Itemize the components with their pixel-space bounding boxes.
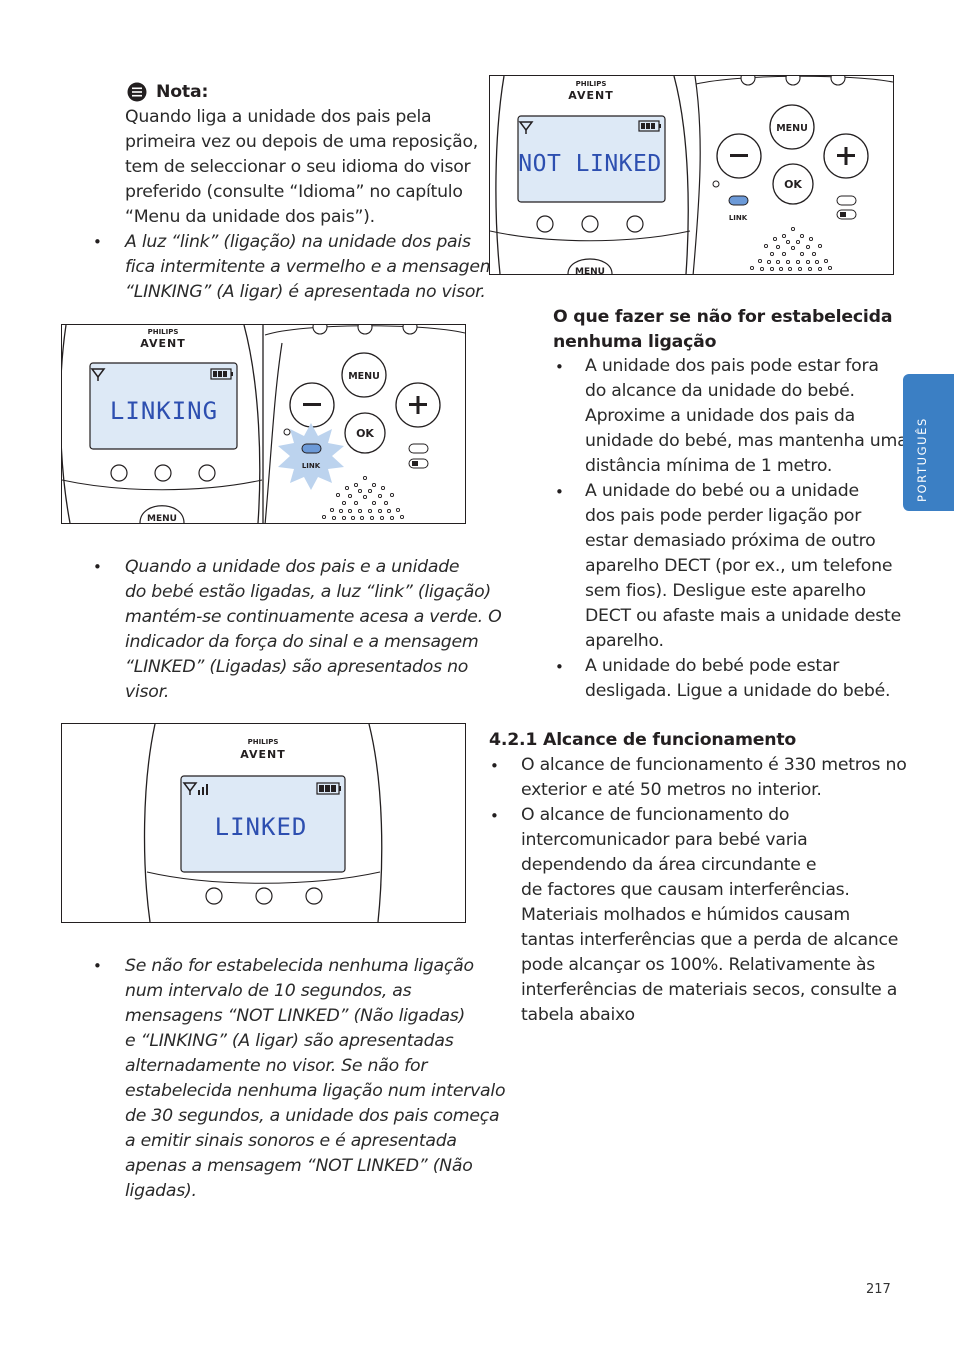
language-tab: PORTUGUÊS (903, 374, 954, 511)
bullet-line: visor. (125, 682, 170, 702)
bullet-line: apenas a mensagem “NOT LINKED” (Não (125, 1156, 473, 1176)
range-line: intercomunicador para bebé varia (521, 830, 808, 850)
troubleshoot-line: A unidade dos pais pode estar fora (585, 356, 879, 376)
menu-label: MENU (147, 514, 177, 523)
bullet-line: estabelecida nenhuma ligação num interva… (125, 1081, 506, 1101)
troubleshoot-line: Aproxime a unidade dos pais da (585, 406, 855, 426)
bullet-marker: • (93, 233, 102, 251)
ok-button-label: OK (784, 178, 802, 191)
bullet-line: num intervalo de 10 segundos, as (125, 981, 412, 1001)
troubleshoot-line: A unidade do bebé pode estar (585, 656, 840, 676)
range-line: O alcance de funcionamento é 330 metros … (521, 755, 907, 775)
bullet-line: ligadas). (125, 1181, 197, 1201)
bullet-line: e “LINKING” (A ligar) são apresentadas (125, 1031, 454, 1051)
range-line: O alcance de funcionamento do (521, 805, 790, 825)
range-heading: 4.2.1 Alcance de funcionamento (489, 730, 797, 750)
bullet-line: “LINKING” (A ligar) é apresentada no vis… (125, 282, 486, 302)
note-line: primeira vez ou depois de uma reposição, (125, 132, 479, 152)
note-line: tem de seleccionar o seu idioma do visor (125, 157, 471, 177)
range-line: tantas interferências que a perda de alc… (521, 930, 899, 950)
bullet-marker: • (490, 807, 499, 825)
bullet-marker: • (555, 483, 564, 501)
brand-philips: PHILIPS (148, 328, 179, 336)
bullet-line: do bebé estão ligadas, a luz “link” (lig… (125, 582, 491, 602)
troubleshoot-line: desligada. Ligue a unidade do bebé. (585, 681, 891, 701)
note-icon (127, 82, 147, 102)
troubleshoot-line: A unidade do bebé ou a unidade (585, 481, 859, 501)
range-line: de factores que causam interferências. (521, 880, 850, 900)
link-label: LINK (729, 214, 748, 222)
bullet-line: indicador da força do sinal e a mensagem (125, 632, 479, 652)
ok-button-label: OK (356, 427, 374, 440)
bullet-line: A luz “link” (ligação) na unidade dos pa… (125, 232, 471, 252)
troubleshoot-line: do alcance da unidade do bebé. (585, 381, 855, 401)
troubleshoot-line: estar demasiado próxima de outro (585, 531, 876, 551)
bullet-line: a emitir sinais sonoros e é apresentada (125, 1131, 457, 1151)
bullet-line: mantém-se continuamente acesa a verde. O (125, 607, 502, 627)
menu-label: MENU (575, 267, 605, 274)
bullet-line: Quando a unidade dos pais e a unidade (125, 557, 460, 577)
lcd-message: NOT LINKED (518, 151, 661, 177)
bullet-line: fica intermitente a vermelho e a mensage… (125, 257, 497, 277)
note-title: Nota: (156, 82, 209, 102)
troubleshoot-line: unidade do bebé, mas mantenha uma (585, 431, 908, 451)
range-line: interferências de materiais secos, consu… (521, 980, 898, 1000)
menu-button-label: MENU (348, 371, 380, 382)
troubleshoot-line: distância mínima de 1 metro. (585, 456, 833, 476)
bullet-line: mensagens “NOT LINKED” (Não ligadas) (125, 1006, 466, 1026)
figure-linking: PHILIPS AVENT LINKING MENU MENU OK LINK (61, 324, 466, 524)
bullet-marker: • (93, 558, 102, 576)
bullet-marker: • (555, 658, 564, 676)
troubleshoot-heading-line: O que fazer se não for estabelecida (553, 307, 893, 327)
troubleshoot-line: DECT ou afaste mais a unidade deste (585, 606, 901, 626)
range-line: dependendo da área circundante e (521, 855, 817, 875)
brand-avent: AVENT (568, 89, 614, 102)
range-line: tabela abaixo (521, 1005, 635, 1025)
language-tab-label: PORTUGUÊS (915, 417, 929, 502)
note-line: “Menu da unidade dos pais”). (125, 207, 375, 227)
brand-avent: AVENT (240, 748, 286, 761)
troubleshoot-line: sem fios). Desligue este aparelho (585, 581, 866, 601)
troubleshoot-heading-line: nenhuma ligação (553, 332, 717, 352)
figure-not-linked: PHILIPS AVENT NOT LINKED MENU MENU OK LI… (489, 75, 894, 275)
note-line: preferido (consulte “Idioma” no capítulo (125, 182, 463, 202)
brand-avent: AVENT (140, 337, 186, 350)
troubleshoot-line: aparelho DECT (por ex., um telefone (585, 556, 893, 576)
note-line: Quando liga a unidade dos pais pela (125, 107, 432, 127)
link-label: LINK (302, 462, 321, 470)
troubleshoot-line: dos pais pode perder ligação por (585, 506, 862, 526)
figure-linked: PHILIPS AVENT LINKED (61, 723, 466, 923)
lcd-message: LINKING (110, 397, 218, 425)
bullet-line: “LINKED” (Ligadas) são apresentados no (125, 657, 469, 677)
page-number: 217 (866, 1282, 891, 1297)
bullet-line: alternadamente no visor. Se não for (125, 1056, 428, 1076)
range-line: exterior e até 50 metros no interior. (521, 780, 822, 800)
lcd-message: LINKED (215, 813, 308, 841)
bullet-line: de 30 segundos, a unidade dos pais começ… (125, 1106, 500, 1126)
bullet-marker: • (93, 957, 102, 975)
brand-philips: PHILIPS (248, 738, 279, 746)
range-line: pode alcançar os 100%. Relativamente às (521, 955, 876, 975)
bullet-marker: • (555, 358, 564, 376)
brand-philips: PHILIPS (576, 80, 607, 88)
troubleshoot-line: aparelho. (585, 631, 664, 651)
bullet-marker: • (490, 757, 499, 775)
bullet-line: Se não for estabelecida nenhuma ligação (125, 956, 474, 976)
range-line: Materiais molhados e húmidos causam (521, 905, 850, 925)
menu-button-label: MENU (776, 123, 808, 134)
